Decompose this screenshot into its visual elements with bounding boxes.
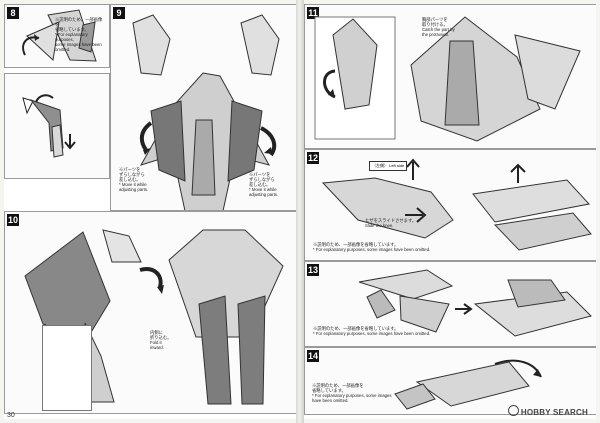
- right-page: 11 胸部パーツを 取り付ける。 Catch the part by the p…: [304, 4, 596, 419]
- step-9-panel: 9 ※パーツを ずらしながら 差し込む。 * Move it while adj…: [110, 4, 296, 211]
- step-13-panel: 13 ※説明のため、一部画像を省略しています。 * For explanator…: [304, 261, 596, 347]
- page-number: 30: [7, 412, 15, 419]
- step-11-note: 胸部パーツを 取り付ける。 Catch the part by the prot…: [422, 17, 455, 37]
- step-13-diagram: [358, 269, 592, 337]
- step-11-panel: 11 胸部パーツを 取り付ける。 Catch the part by the p…: [304, 4, 596, 149]
- step-number: 12: [307, 152, 319, 164]
- step-14-note: ※説明のため、一部画像を 省略しています。 * For explanatory …: [312, 383, 392, 403]
- step-9-note-left: ※パーツを ずらしながら 差し込む。 * Move it while adjus…: [119, 167, 149, 192]
- step-number: 11: [307, 7, 319, 19]
- step-10-diagram: [24, 229, 284, 405]
- left-side-label: （左側） Left side: [369, 161, 408, 171]
- center-gutter: [296, 0, 304, 423]
- step-13-note: ※説明のため、一部画像を省略しています。 * For explanatory p…: [313, 326, 431, 336]
- hobby-search-logo: HOBBY SEARCH: [507, 405, 588, 417]
- step-9-note-right: ※パーツを ずらしながら 差し込む。 * Move it while adjus…: [249, 172, 279, 197]
- detail-inset: [42, 325, 92, 411]
- left-page: 8 ※説明のため、一部画像を 省略しています。 * For explanator…: [4, 4, 296, 419]
- step-8-note: ※説明のため、一部画像を 省略しています。 * For explanatory …: [55, 17, 103, 52]
- slide-knee-note: ヒザをスライドさせます。 Slide the knee.: [365, 218, 417, 228]
- step-12-diagram: [321, 158, 592, 251]
- step-10-note: 内側に 折り込む。 Fold it inward.: [150, 330, 172, 350]
- step-9-diagram: [132, 14, 280, 210]
- step-14-panel: 14 ※説明のため、一部画像を 省略しています。 * For explanato…: [304, 347, 596, 415]
- step-12-panel: 12 （左側） Left side ヒザをスライドさせます。 Slide the…: [304, 149, 596, 261]
- hobby-search-mark-icon: [507, 405, 519, 416]
- step-number: 13: [307, 264, 319, 276]
- part-fold-diagram: [22, 94, 76, 158]
- step-8-diagram: [22, 9, 97, 62]
- step-11-diagram: [314, 16, 581, 142]
- step-number: 8: [7, 7, 19, 19]
- step-number: 14: [307, 350, 319, 362]
- step-10-panel: 10 内側に 折り込む。 Fold it inward.: [4, 211, 296, 414]
- step-12-note: ※説明のため、一部画像を省略しています。 * For explanatory p…: [313, 242, 431, 252]
- step-8-secondary-panel: [4, 73, 110, 179]
- step-number: 10: [7, 214, 19, 226]
- step-8-panel: 8 ※説明のため、一部画像を 省略しています。 * For explanator…: [4, 4, 110, 68]
- step-number: 9: [113, 7, 125, 19]
- step-14-diagram: [394, 359, 542, 410]
